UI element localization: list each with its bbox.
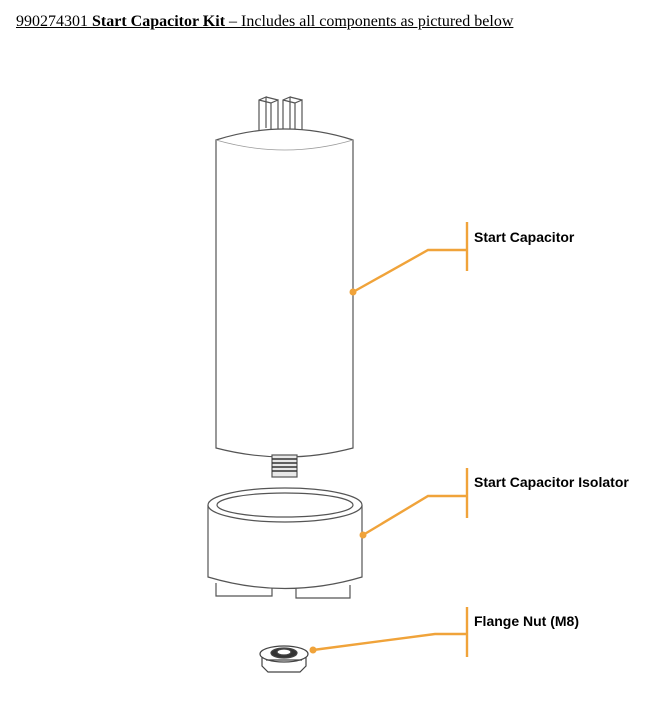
leader-dots <box>309 288 367 654</box>
leader-flange-nut <box>312 632 466 652</box>
callout-flange-nut: Flange Nut (M8) <box>474 613 579 629</box>
part-number: 990274301 <box>16 13 88 30</box>
kit-name: Start Capacitor Kit <box>92 13 226 30</box>
capacitor-isolator <box>207 487 363 599</box>
callout-capacitor-isolator: Start Capacitor Isolator <box>474 474 629 490</box>
start-capacitor <box>215 96 354 478</box>
callout-start-capacitor: Start Capacitor <box>474 229 575 245</box>
leader-isolator <box>362 494 466 537</box>
flange-nut <box>259 645 309 673</box>
page-title: 990274301 Start Capacitor Kit – Includes… <box>16 13 513 31</box>
kit-description: – Includes all components as pictured be… <box>225 13 514 30</box>
capacitor-body <box>215 128 354 458</box>
capacitor-terminals <box>258 96 303 134</box>
leader-start-capacitor <box>352 248 466 294</box>
leader-lines <box>312 222 469 657</box>
isolator-body <box>207 505 363 590</box>
capacitor-stud <box>271 454 298 478</box>
